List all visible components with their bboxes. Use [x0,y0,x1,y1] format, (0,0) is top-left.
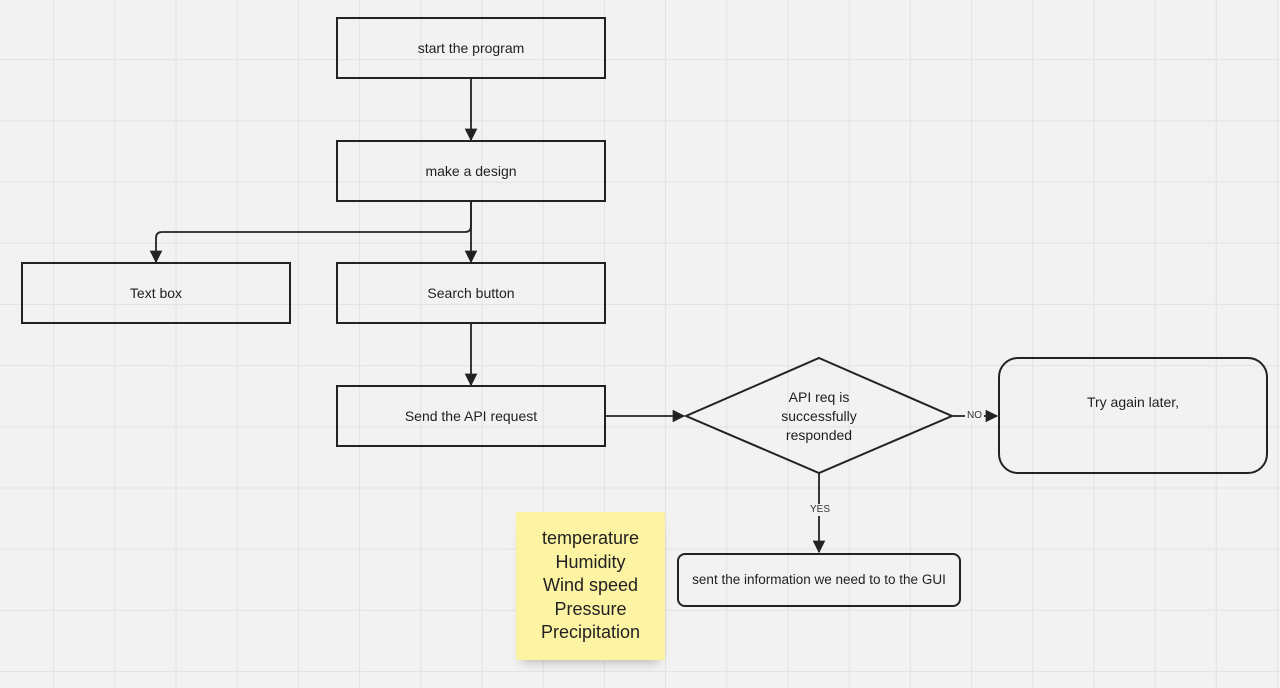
sticky-note-line-4: Pressure [554,598,627,619]
start-node[interactable]: start the program [336,17,606,79]
sticky-note[interactable]: temperature Humidity Wind speed Pressure… [516,512,665,660]
design-node-label: make a design [425,163,517,179]
sticky-note-line-2: Humidity [555,551,626,572]
textbox-node-label: Text box [129,285,183,301]
try-again-node-label: Try again later, [1086,393,1180,410]
decision-label-line-2: successfully [781,408,857,424]
sent-info-node-label: sent the information we need to to the G… [692,572,946,587]
sticky-note-line-3: Wind speed [542,575,639,596]
search-node[interactable]: Search button [336,262,606,324]
no-edge-label: NO [965,410,984,422]
send-request-node-label: Send the API request [404,408,538,424]
decision-label-line-3: responded [785,427,853,443]
sent-info-node[interactable]: sent the information we need to to the G… [677,553,961,607]
decision-label-line-1: API req is [788,389,850,405]
decision-diamond[interactable] [683,356,955,475]
arrow-design-to-textbox [149,201,472,264]
start-node-label: start the program [417,40,525,56]
yes-edge-label: YES [808,504,833,516]
design-node[interactable]: make a design [336,140,606,202]
sticky-note-line-5: Precipitation [540,622,641,643]
textbox-node[interactable]: Text box [21,262,291,324]
decision-label: API req is successfully responded [759,388,879,445]
try-again-node[interactable]: Try again later, [998,357,1268,474]
sticky-note-line-1: temperature [541,528,640,549]
send-request-node[interactable]: Send the API request [336,385,606,447]
search-node-label: Search button [427,285,515,301]
